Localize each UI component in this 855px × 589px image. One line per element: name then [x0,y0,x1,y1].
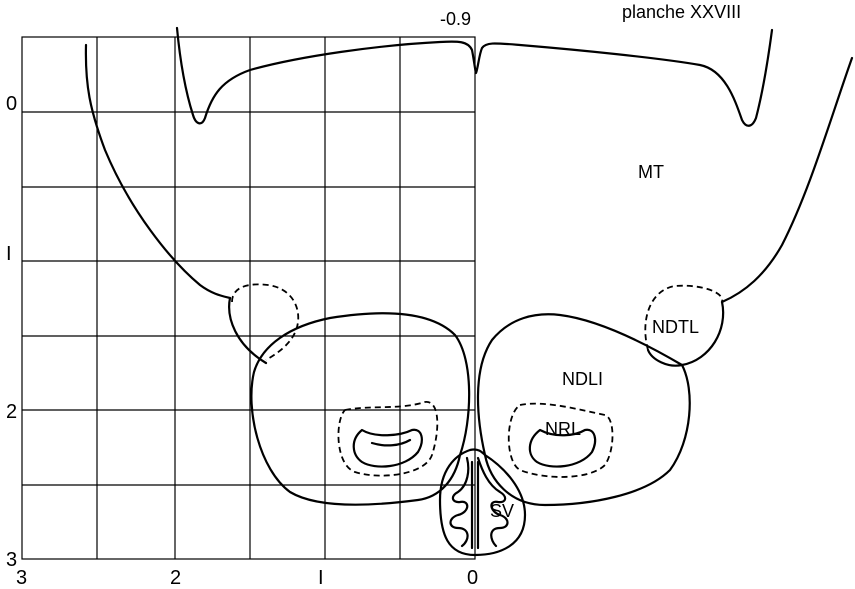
sv-body-outline [438,448,527,557]
left-lateral-dashed-zone [231,283,300,361]
region-label-ndli: NDLI [562,369,603,389]
x-tick-label: 3 [16,567,27,589]
y-tick-label: 3 [6,549,17,571]
coordinate-grid [21,36,476,560]
right-lateral-contour [720,56,854,304]
right-nrl-outline [528,428,597,468]
right-ndli-outline [476,313,691,507]
left-nrl-dashed-zone [337,401,439,477]
left-lateral-lobe [228,296,268,365]
x-tick-label: 2 [170,567,181,589]
x-tick-label: 0 [467,567,478,589]
region-label-mt: MT [638,162,664,182]
region-label-nrl: NRL [545,419,581,439]
y-tick-label: 2 [6,401,17,423]
y-tick-label: 0 [6,93,17,115]
x-tick-label: I [318,567,324,589]
plate-title: planche XXVIII [622,2,741,22]
right-ndtl-dashed-zone [644,284,723,351]
region-label-ndtl: NDTL [652,317,699,337]
region-label-sv: SV [490,501,514,521]
y-tick-label: I [6,243,12,265]
left-ndli-outline [250,312,471,506]
sv-central-canal [470,460,480,550]
left-nrl-outline [352,428,423,468]
grid-frame [21,36,476,560]
left-lateral-contour [84,43,232,300]
sv-inner-folds [449,456,509,548]
section-level-label: -0.9 [440,9,471,29]
dorsal-contour [175,26,774,127]
